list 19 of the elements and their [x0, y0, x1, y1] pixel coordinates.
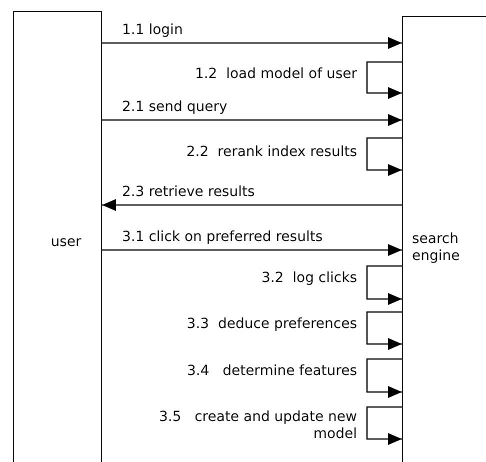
edge-label: 2.1 send query	[122, 99, 228, 116]
edge-label: 1.1 login	[122, 22, 183, 39]
participant-label: user	[50, 234, 82, 251]
edge-label: 3.2 log clicks	[261, 270, 357, 287]
participant-label: search engine	[412, 231, 461, 265]
lifeline-box	[13, 11, 102, 462]
self-arrow	[366, 61, 402, 99]
self-arrow	[366, 265, 402, 305]
message-arrow	[102, 37, 402, 49]
message-arrow	[102, 114, 402, 126]
self-arrow	[366, 406, 402, 445]
edge-label: 3.1 click on preferred results	[122, 229, 323, 246]
self-arrow	[366, 311, 402, 350]
self-arrow	[366, 137, 402, 176]
message-arrow	[102, 199, 402, 211]
self-arrow	[366, 358, 402, 398]
edge-label: 3.3 deduce preferences	[186, 316, 357, 333]
message-arrow	[102, 244, 402, 256]
lifeline-box	[402, 16, 486, 462]
